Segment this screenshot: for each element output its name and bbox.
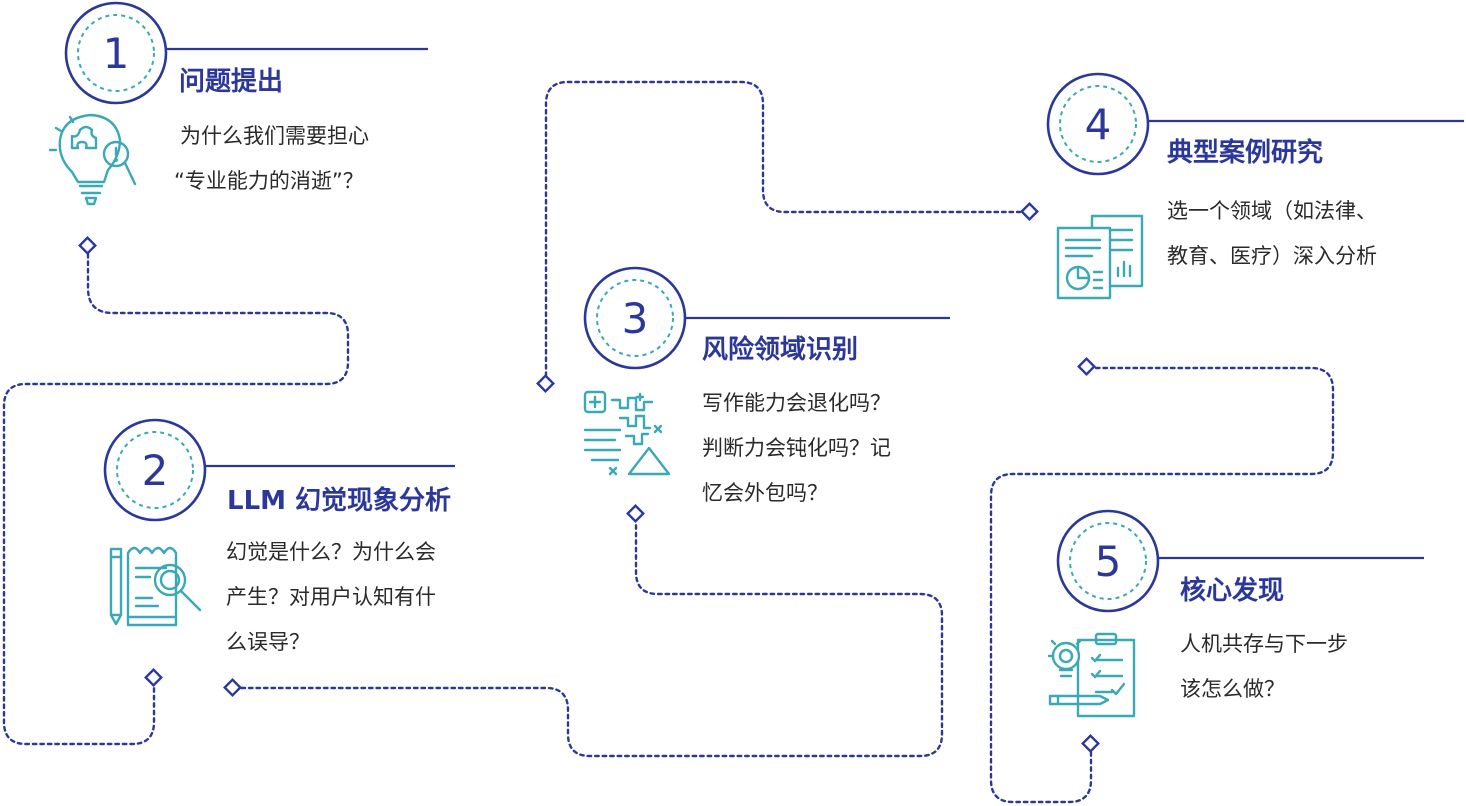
- step-3-description: 写作能力会退化吗？ 判断力会钝化吗？记 忆会外包吗？: [702, 381, 891, 516]
- diamond-marker: [223, 678, 242, 697]
- description-line: “专业能力的消逝”？: [174, 169, 364, 193]
- step-4-badge: 4: [1046, 72, 1464, 176]
- step-number: 3: [622, 294, 649, 343]
- description-line: 为什么我们需要担心: [180, 124, 369, 148]
- description-line: 忆会外包吗？: [702, 481, 828, 505]
- description-line: 幻觉是什么？为什么会: [226, 540, 436, 564]
- step-number: 1: [103, 29, 130, 78]
- diamond-marker: [1020, 202, 1039, 221]
- report-documents-icon: [1056, 214, 1144, 300]
- description-line: 写作能力会退化吗？: [702, 391, 891, 415]
- step-3-badge: 3: [583, 266, 950, 370]
- description-line: 判断力会钝化吗？记: [702, 436, 891, 460]
- step-3-title: 风险领域识别: [702, 335, 859, 365]
- step-2-description: 幻觉是什么？为什么会 产生？对用户认知有什 么误导？: [226, 530, 436, 665]
- step-number: 5: [1095, 537, 1122, 586]
- description-line: 选一个领域（如法律、: [1167, 199, 1377, 223]
- diamond-markers: [78, 202, 1100, 753]
- step-5-badge: 5: [1056, 509, 1424, 613]
- step-2-badge: 2: [103, 418, 455, 522]
- step-5-title: 核心发现: [1180, 576, 1285, 606]
- step-4-title: 典型案例研究: [1167, 138, 1324, 168]
- step-5-description: 人机共存与下一步 该怎么做？: [1180, 622, 1348, 712]
- diamond-marker: [536, 374, 555, 393]
- diamond-marker: [78, 236, 97, 255]
- step-4-description: 选一个领域（如法律、 教育、医疗）深入分析: [1167, 189, 1377, 279]
- description-line: 么误导？: [226, 630, 310, 654]
- dotted-path: [2, 80, 1335, 804]
- step-number: 4: [1085, 100, 1112, 149]
- document-magnifier-pencil-icon: [109, 546, 202, 627]
- step-1-title: 问题提出: [179, 67, 284, 97]
- diamond-marker: [144, 668, 163, 687]
- diamond-marker: [1081, 734, 1100, 753]
- step-number: 2: [142, 446, 169, 495]
- step-1-badge: 1: [64, 1, 428, 105]
- lightbulb-puzzle-magnifier-icon: [48, 113, 137, 206]
- description-line: 该怎么做？: [1180, 677, 1285, 701]
- step-2-title: LLM 幻觉现象分析: [227, 486, 452, 516]
- description-line: 人机共存与下一步: [1180, 632, 1348, 656]
- description-line: 教育、医疗）深入分析: [1167, 244, 1377, 268]
- clipboard-checklist-lightbulb-icon: [1047, 632, 1136, 718]
- brain-maze-icon: [583, 390, 671, 476]
- diamond-marker: [1077, 357, 1096, 376]
- diamond-marker: [626, 504, 645, 523]
- description-line: 产生？对用户认知有什: [226, 585, 436, 609]
- step-1-description: 为什么我们需要担心 “专业能力的消逝”？: [174, 114, 369, 204]
